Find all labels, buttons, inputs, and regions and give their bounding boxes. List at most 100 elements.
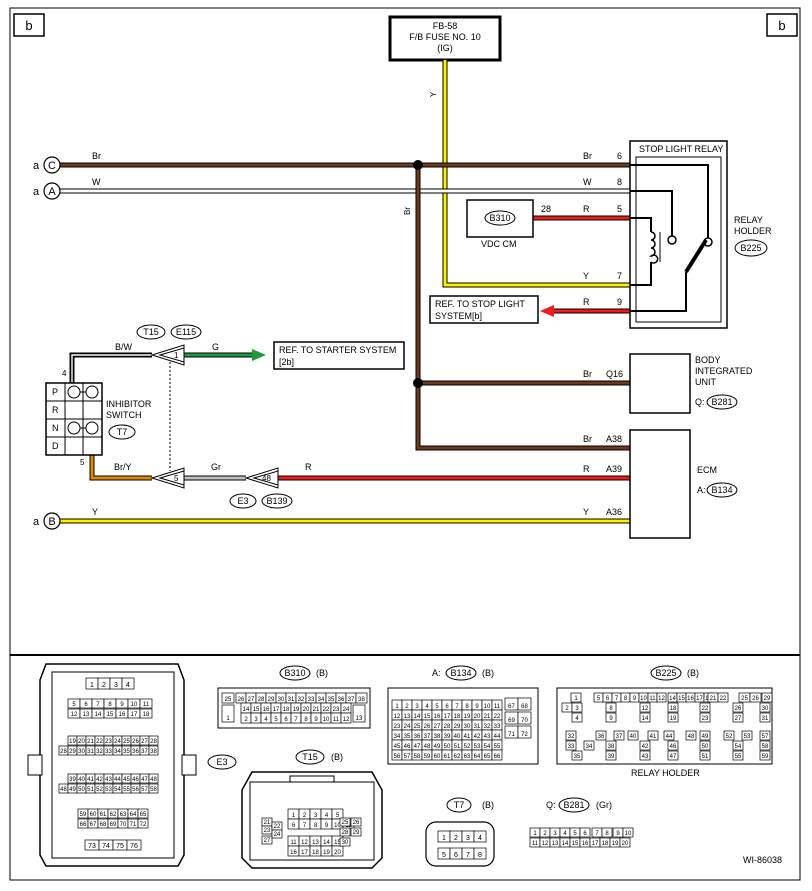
svg-text:67: 67 — [90, 822, 97, 828]
svg-text:45: 45 — [394, 744, 401, 750]
svg-text:43: 43 — [484, 734, 491, 740]
b225-connector-face: B225 (B) 1567891011122341415161718212225… — [556, 665, 773, 778]
svg-text:64: 64 — [130, 812, 137, 818]
svg-text:B134: B134 — [711, 485, 732, 495]
svg-text:9: 9 — [633, 696, 637, 702]
svg-text:58: 58 — [762, 744, 769, 750]
svg-text:30: 30 — [342, 840, 349, 846]
svg-text:13: 13 — [356, 716, 363, 722]
svg-text:51: 51 — [454, 744, 461, 750]
svg-text:44: 44 — [666, 734, 673, 740]
svg-text:Br: Br — [92, 151, 101, 161]
bry-wire-color: Br/Y — [114, 462, 132, 472]
svg-text:D: D — [52, 441, 59, 451]
svg-text:5: 5 — [442, 852, 446, 859]
svg-text:37: 37 — [348, 697, 355, 703]
svg-text:a: a — [33, 186, 40, 198]
svg-text:A38: A38 — [606, 434, 622, 444]
svg-text:24: 24 — [114, 739, 121, 745]
svg-text:32: 32 — [298, 697, 305, 703]
svg-text:20: 20 — [334, 850, 341, 856]
svg-text:68: 68 — [100, 822, 107, 828]
svg-text:12: 12 — [658, 696, 665, 702]
svg-text:39: 39 — [444, 734, 451, 740]
svg-text:9: 9 — [475, 704, 479, 710]
svg-text:12: 12 — [394, 714, 401, 720]
svg-text:13: 13 — [312, 840, 319, 846]
svg-text:38: 38 — [150, 749, 157, 755]
svg-text:66: 66 — [494, 754, 501, 760]
svg-text:6: 6 — [445, 704, 449, 710]
svg-text:REF. TO STARTER SYSTEM: REF. TO STARTER SYSTEM — [279, 345, 396, 355]
svg-text:23: 23 — [105, 739, 112, 745]
svg-text:A:: A: — [432, 668, 441, 678]
svg-text:17: 17 — [444, 714, 451, 720]
svg-text:a: a — [33, 516, 40, 528]
svg-text:43: 43 — [642, 754, 649, 760]
svg-text:5: 5 — [617, 204, 622, 214]
svg-text:22: 22 — [323, 707, 330, 713]
svg-text:61: 61 — [100, 812, 107, 818]
fuse-line-3: (IG) — [437, 43, 453, 53]
svg-text:3: 3 — [114, 682, 118, 689]
svg-text:28: 28 — [444, 724, 451, 730]
green-wire-color: G — [212, 342, 219, 352]
svg-text:71: 71 — [130, 822, 137, 828]
svg-text:7: 7 — [466, 852, 470, 859]
svg-text:Y: Y — [583, 271, 589, 281]
svg-text:14: 14 — [669, 696, 676, 702]
svg-text:10: 10 — [334, 823, 341, 829]
svg-text:9: 9 — [616, 831, 620, 837]
svg-text:B139: B139 — [266, 496, 287, 506]
svg-text:N: N — [52, 423, 59, 433]
svg-text:16: 16 — [434, 714, 441, 720]
svg-text:34: 34 — [114, 749, 121, 755]
svg-text:44: 44 — [114, 777, 121, 783]
svg-text:21: 21 — [313, 707, 320, 713]
connector-c: a C Br — [33, 151, 101, 174]
svg-text:3: 3 — [254, 717, 258, 723]
junction-top — [413, 160, 423, 170]
svg-text:30: 30 — [78, 749, 85, 755]
fuse-line-2: F/B FUSE NO. 10 — [409, 32, 481, 42]
ref-starter: REF. TO STARTER SYSTEM [2b] — [273, 341, 405, 370]
svg-text:2: 2 — [543, 831, 547, 837]
svg-text:3: 3 — [575, 706, 579, 712]
svg-text:T15: T15 — [143, 327, 159, 337]
svg-text:R: R — [583, 204, 590, 214]
svg-text:39: 39 — [608, 754, 615, 760]
svg-text:62: 62 — [110, 812, 117, 818]
svg-text:46: 46 — [670, 744, 677, 750]
svg-text:RELAY HOLDER: RELAY HOLDER — [631, 768, 700, 778]
svg-text:R: R — [52, 405, 59, 415]
svg-text:b: b — [25, 18, 32, 33]
svg-text:53: 53 — [744, 734, 751, 740]
svg-text:48: 48 — [424, 744, 431, 750]
svg-text:10: 10 — [625, 831, 632, 837]
svg-text:57: 57 — [404, 754, 411, 760]
svg-text:25: 25 — [225, 697, 232, 703]
svg-text:65: 65 — [140, 812, 147, 818]
svg-text:30: 30 — [464, 724, 471, 730]
svg-text:46: 46 — [132, 777, 139, 783]
svg-text:18: 18 — [670, 706, 677, 712]
svg-text:VDC CM: VDC CM — [481, 239, 517, 249]
svg-text:59: 59 — [762, 754, 769, 760]
svg-text:12: 12 — [301, 840, 308, 846]
svg-text:INTEGRATED: INTEGRATED — [695, 366, 753, 376]
svg-text:INHIBITOR: INHIBITOR — [106, 399, 152, 409]
svg-text:1: 1 — [90, 682, 94, 689]
svg-text:14: 14 — [243, 707, 250, 713]
svg-text:42: 42 — [96, 777, 103, 783]
svg-text:4: 4 — [62, 369, 67, 378]
svg-text:41: 41 — [650, 734, 657, 740]
svg-text:7: 7 — [595, 831, 599, 837]
svg-text:20: 20 — [622, 841, 629, 847]
svg-text:14: 14 — [414, 714, 421, 720]
svg-text:24: 24 — [343, 707, 350, 713]
svg-text:28: 28 — [342, 830, 349, 836]
svg-text:48: 48 — [150, 777, 157, 783]
svg-text:11: 11 — [290, 840, 297, 846]
